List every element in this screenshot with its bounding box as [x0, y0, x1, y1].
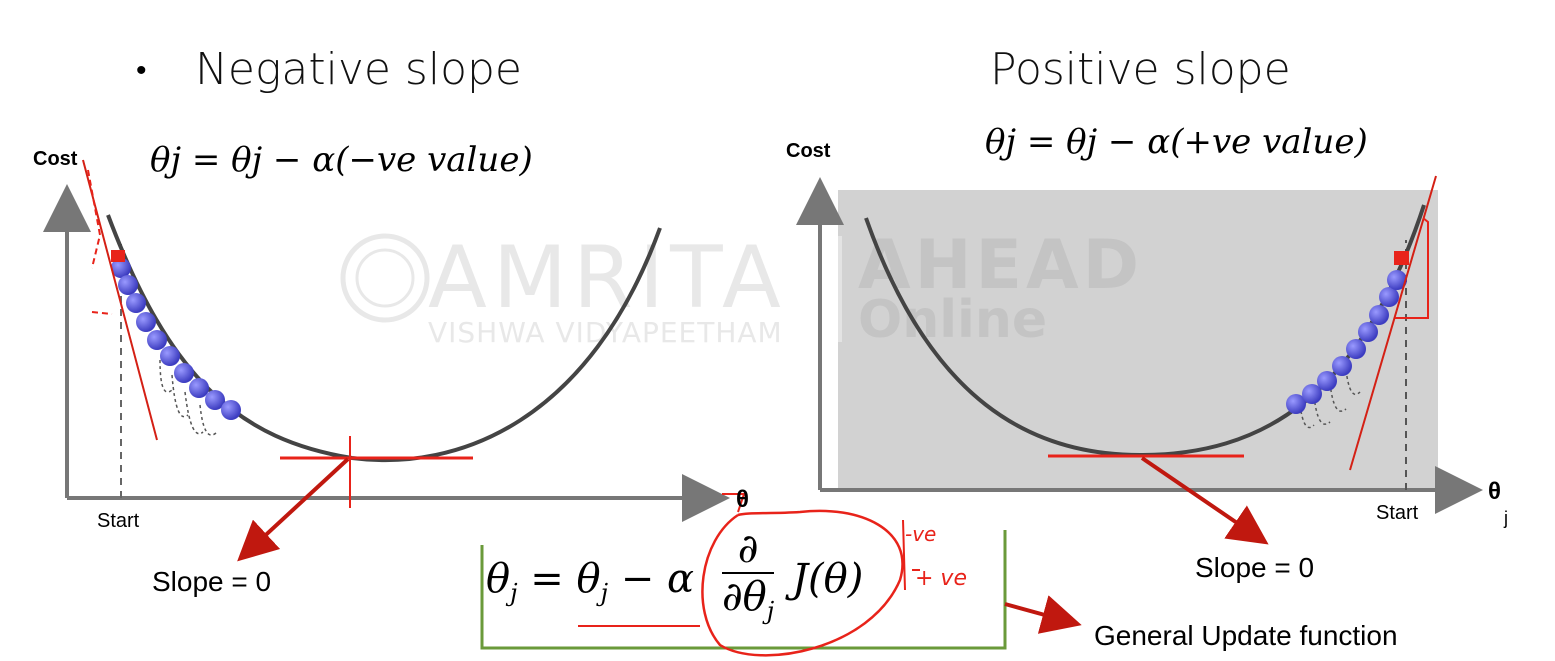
right-descent-ball: [1358, 322, 1378, 342]
watermark-product-name: AHEAD: [858, 226, 1144, 305]
right-slope-arrow: [1140, 456, 1269, 545]
left-heading: Negative slope: [195, 44, 522, 95]
right-descent-ball: [1379, 287, 1399, 307]
right-tangent-line: [1349, 175, 1437, 471]
watermark-brand: AMRITA: [428, 228, 787, 328]
formula-fraction: ∂ ∂θj: [722, 526, 775, 625]
formula-circle-annotation: [701, 509, 904, 657]
left-start-point: [111, 250, 125, 262]
watermark-product-sub: Online: [858, 290, 1048, 350]
right-step-arcs: [1299, 369, 1361, 429]
right-xlabel-sub: j: [1504, 508, 1508, 528]
left-update-rule: θj = θj − α(−ve value): [150, 140, 533, 180]
right-slope-label: Slope = 0: [1195, 552, 1315, 583]
left-step-arcs: [159, 359, 217, 436]
right-xlabel: θ: [1488, 478, 1501, 505]
right-descent-ball: [1369, 305, 1389, 325]
left-start-label: Start: [97, 510, 140, 532]
formula-note-neg: -ve: [905, 522, 937, 546]
left-descent-ball: [174, 363, 194, 383]
right-descent-ball: [1332, 356, 1352, 376]
right-descent-ball: [1286, 394, 1306, 414]
left-descent-ball: [136, 312, 156, 332]
left-xlabel: θ: [736, 486, 749, 513]
left-descent-ball: [147, 330, 167, 350]
watermark-seal-icon: [340, 233, 430, 323]
left-descent-balls: [111, 258, 241, 420]
left-descent-ball: [111, 258, 131, 278]
formula-note-pos: + ve: [915, 566, 967, 591]
right-descent-ball: [1302, 384, 1322, 404]
right-descent-ball: [1387, 270, 1407, 290]
formula-box: [480, 530, 1007, 650]
left-descent-ball: [160, 346, 180, 366]
right-descent-ball: [1346, 339, 1366, 359]
left-slope-arrow: [237, 457, 350, 562]
left-annotation-marks: [87, 169, 113, 315]
left-descent-ball: [189, 378, 209, 398]
left-descent-ball: [118, 275, 138, 295]
left-tangent-line: [82, 159, 158, 441]
right-chart: [796, 175, 1483, 545]
formula-tick-annotation: [722, 493, 746, 513]
left-ylabel: Cost: [33, 148, 78, 170]
right-heading: Positive slope: [990, 44, 1291, 95]
right-cost-curve: [864, 204, 1426, 458]
right-start-point: [1394, 251, 1409, 265]
right-descent-ball: [1317, 371, 1337, 391]
formula-arrow: [1004, 595, 1082, 634]
right-annotation-marks: [1395, 217, 1429, 319]
formula-function: J(θ): [792, 556, 864, 602]
formula-side-marks: [902, 519, 920, 591]
right-chart-panel: [838, 190, 1438, 490]
left-descent-ball: [126, 293, 146, 313]
left-chart: [43, 159, 730, 562]
left-slope-label: Slope = 0: [152, 566, 272, 597]
right-start-label: Start: [1376, 502, 1419, 524]
right-ylabel: Cost: [786, 140, 831, 162]
watermark-subtitle: VISHWA VIDYAPEETHAM: [428, 316, 783, 349]
left-descent-ball: [221, 400, 241, 420]
bullet-dot: •: [136, 54, 147, 87]
general-update-caption: General Update function: [1094, 620, 1398, 651]
left-descent-ball: [205, 390, 225, 410]
right-update-rule: θj = θj − α(+ve value): [985, 122, 1368, 162]
right-descent-balls: [1286, 270, 1407, 414]
formula-lhs: θj = θj − α: [486, 556, 694, 607]
